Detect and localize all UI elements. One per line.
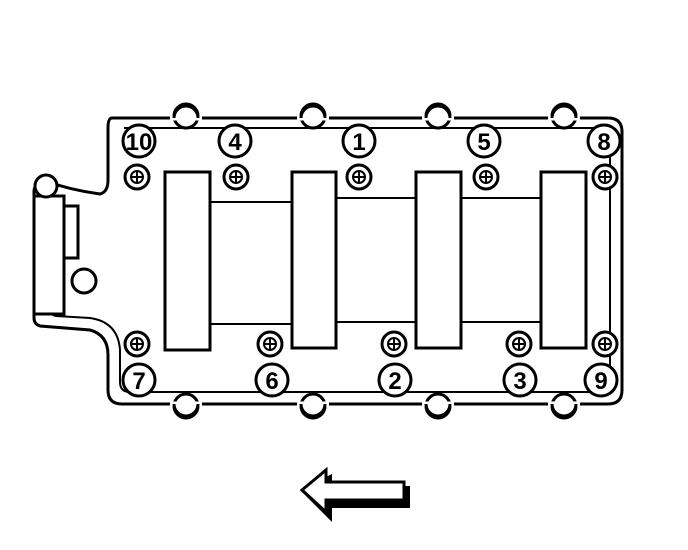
callout-10: 10 (121, 123, 157, 159)
left-tab-hole-top (33, 173, 59, 199)
callout-1-label: 1 (352, 129, 365, 156)
bolt (380, 330, 408, 358)
callout-5-label: 5 (477, 129, 490, 156)
callout-5: 5 (466, 123, 502, 159)
callout-2: 2 (377, 362, 413, 398)
callout-4: 4 (217, 123, 253, 159)
bolt (591, 330, 619, 358)
bearing-caps (163, 170, 588, 352)
callout-3: 3 (502, 362, 538, 398)
bolt (472, 163, 500, 191)
callout-7-label: 7 (132, 368, 145, 395)
bolt (505, 330, 533, 358)
callout-9-label: 9 (594, 368, 607, 395)
left-tab-hole-bottom (70, 267, 98, 295)
callout-6: 6 (254, 362, 290, 398)
bolt (123, 330, 151, 358)
callout-10-label: 10 (126, 129, 153, 156)
lug-arcs (172, 104, 578, 418)
bolt (123, 163, 151, 191)
bolt (256, 330, 284, 358)
callout-8-label: 8 (597, 129, 610, 156)
bolt (591, 163, 619, 191)
callout-7: 7 (121, 362, 157, 398)
cross-bars (209, 197, 542, 325)
callout-2-label: 2 (388, 368, 401, 395)
left-tab-clip (62, 204, 80, 260)
callout-3-label: 3 (513, 368, 526, 395)
callout-8: 8 (586, 123, 622, 159)
callout-4-label: 4 (228, 129, 242, 156)
callout-1: 1 (341, 123, 377, 159)
left-arrow-icon (299, 466, 410, 522)
plate-edge-overlay (170, 115, 580, 407)
left-tab (32, 194, 66, 316)
bolt (345, 163, 373, 191)
bolt (222, 163, 250, 191)
callout-6-label: 6 (265, 368, 278, 395)
callout-9: 9 (583, 362, 619, 398)
